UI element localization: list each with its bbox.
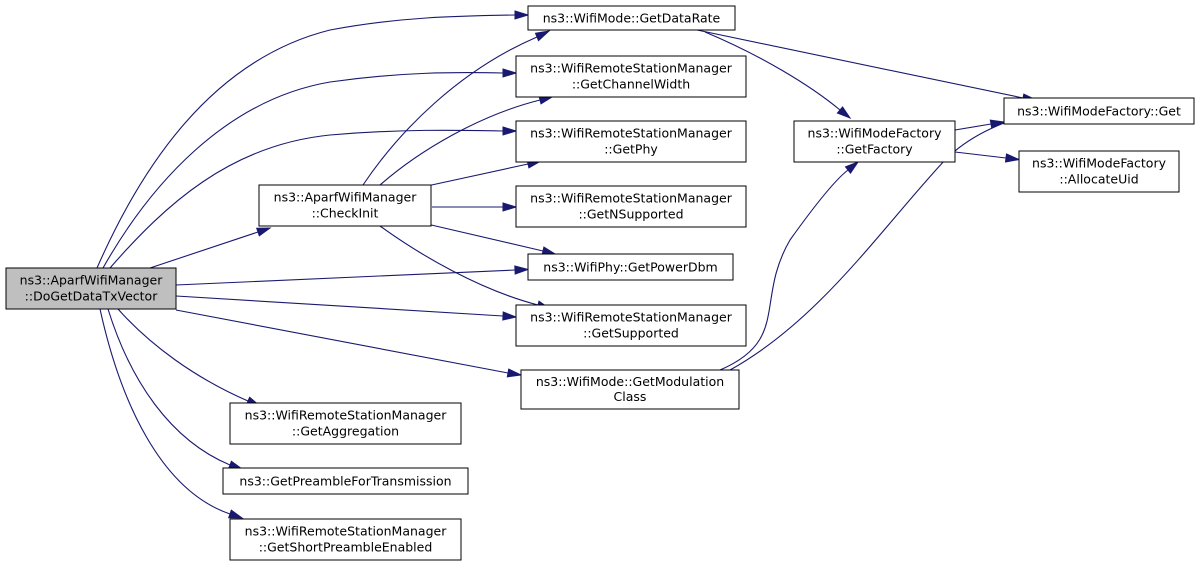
node-getfactory[interactable]: ns3::WifiModeFactory ::GetFactory xyxy=(793,120,956,163)
node-label: ns3::WifiRemoteStationManager xyxy=(245,524,448,539)
node-factoryget[interactable]: ns3::WifiModeFactory::Get xyxy=(1003,97,1195,125)
node-label: ns3::WifiRemoteStationManager xyxy=(530,126,733,141)
node-getaggregation[interactable]: ns3::WifiRemoteStationManager ::GetAggre… xyxy=(229,402,462,445)
node-label: ns3::GetPreambleForTransmission xyxy=(239,474,451,489)
node-getshortpreamble[interactable]: ns3::WifiRemoteStationManager ::GetShort… xyxy=(229,518,462,561)
edge-getmodulationclass-getfactory xyxy=(719,160,860,371)
node-doget-datatxvector[interactable]: ns3::AparfWifiManager ::DoGetDataTxVecto… xyxy=(5,267,177,310)
node-label: ::GetAggregation xyxy=(292,424,399,439)
node-label: ::GetSupported xyxy=(583,326,679,341)
edge-getdatarate-getfactory xyxy=(704,31,852,120)
node-getmodulationclass[interactable]: ns3::WifiMode::GetModulation Class xyxy=(520,369,740,410)
node-label: ::GetNSupported xyxy=(578,207,683,222)
node-getsupported[interactable]: ns3::WifiRemoteStationManager ::GetSuppo… xyxy=(515,304,747,347)
node-label: ns3::WifiModeFactory xyxy=(1032,156,1167,171)
node-label: ns3::WifiRemoteStationManager xyxy=(530,191,733,206)
node-allocateuid[interactable]: ns3::WifiModeFactory ::AllocateUid xyxy=(1018,150,1180,193)
edge-root-getpowerdbm xyxy=(175,265,530,286)
edge-checkinit-getnsupported xyxy=(432,202,518,212)
edge-checkinit-getdatarate xyxy=(362,30,551,186)
edge-checkinit-getsupported xyxy=(379,225,552,310)
node-label: ::DoGetDataTxVector xyxy=(25,289,159,304)
node-label: Class xyxy=(614,389,647,404)
call-nodes: ns3::AparfWifiManager ::DoGetDataTxVecto… xyxy=(5,5,1195,561)
edge-root-getmodulationclass xyxy=(175,309,523,378)
node-getpowerdbm[interactable]: ns3::WifiPhy::GetPowerDbm xyxy=(527,253,734,281)
node-getphy[interactable]: ns3::WifiRemoteStationManager ::GetPhy xyxy=(515,120,747,163)
edge-getfactory-allocateuid xyxy=(954,151,1021,163)
edge-root-checkinit xyxy=(149,227,272,269)
edge-root-getsupported xyxy=(175,295,518,321)
node-checkinit[interactable]: ns3::AparfWifiManager ::CheckInit xyxy=(258,184,432,227)
node-label: ns3::WifiRemoteStationManager xyxy=(245,408,448,423)
node-label: ns3::WifiPhy::GetPowerDbm xyxy=(543,260,717,275)
edge-root-getpreamble xyxy=(107,308,244,470)
edge-getdatarate-factoryget xyxy=(696,29,1038,103)
edge-root-getchannelwidth xyxy=(102,68,518,269)
node-label: ::GetPhy xyxy=(604,142,658,157)
node-label: ns3::WifiModeFactory xyxy=(808,126,943,141)
node-getnsupported[interactable]: ns3::WifiRemoteStationManager ::GetNSupp… xyxy=(515,185,747,228)
node-getdatarate[interactable]: ns3::WifiMode::GetDataRate xyxy=(527,5,736,31)
node-label: ::GetChannelWidth xyxy=(572,77,690,92)
node-label: ::AllocateUid xyxy=(1059,172,1138,187)
node-label: ::GetFactory xyxy=(836,142,913,157)
node-label: ns3::WifiModeFactory::Get xyxy=(1017,104,1181,119)
node-getpreamble[interactable]: ns3::GetPreambleForTransmission xyxy=(222,467,469,495)
node-getchannelwidth[interactable]: ns3::WifiRemoteStationManager ::GetChann… xyxy=(515,55,747,98)
edge-root-getshortpreamble xyxy=(99,308,244,519)
node-label: ::GetShortPreambleEnabled xyxy=(259,540,433,555)
edge-checkinit-getphy xyxy=(426,159,542,187)
call-edges xyxy=(96,10,1039,519)
edge-getfactory-factoryget xyxy=(954,119,1006,131)
node-label: ns3::WifiRemoteStationManager xyxy=(530,61,733,76)
node-label: ns3::AparfWifiManager xyxy=(274,190,418,205)
node-label: ns3::AparfWifiManager xyxy=(20,273,164,288)
node-label: ::CheckInit xyxy=(312,206,379,221)
edge-root-getdatarate xyxy=(96,10,530,269)
node-label: ns3::WifiMode::GetDataRate xyxy=(543,11,721,26)
node-label: ns3::WifiRemoteStationManager xyxy=(530,310,733,325)
edge-root-getaggregation xyxy=(117,308,262,407)
node-label: ns3::WifiMode::GetModulation xyxy=(536,374,724,389)
edge-root-getphy xyxy=(109,126,518,269)
edge-checkinit-getpowerdbm xyxy=(426,223,557,256)
